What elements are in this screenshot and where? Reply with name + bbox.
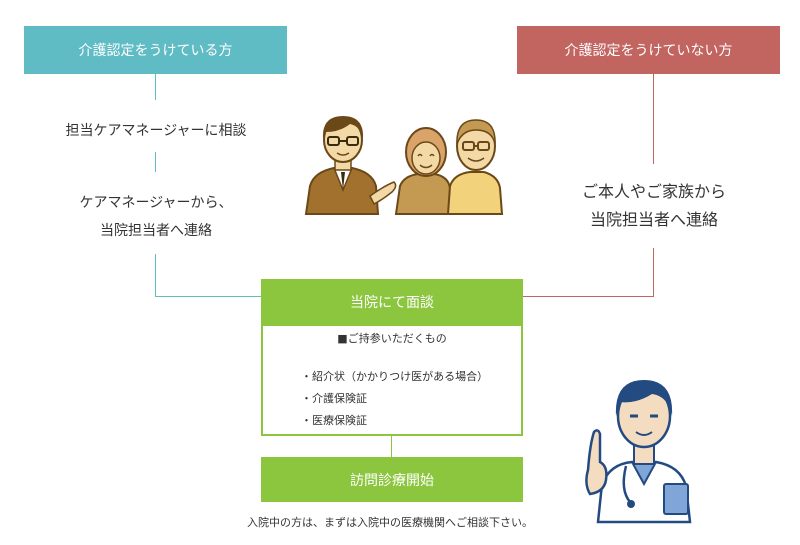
footer-note: 入院中の方は、まずは入院中の医療機関へご相談下さい。 xyxy=(247,516,533,529)
right-step-contact-line1: ご本人やご家族から xyxy=(581,182,726,201)
start-box: 訪問診療開始 xyxy=(261,457,523,502)
elderly-woman-figure xyxy=(394,127,454,215)
right-connector-top xyxy=(653,74,654,164)
left-category-title: 介護認定をうけている方 xyxy=(78,43,233,59)
right-connector-horizontal xyxy=(523,296,654,297)
care-manager-couple-illustration xyxy=(304,116,504,215)
bring-items-panel: ■ご持参いただくもの ・紹介状（かかりつけ医がある場合） ・介護保険証 ・医療保… xyxy=(261,324,523,436)
left-connector-top xyxy=(155,74,156,100)
left-step-contact-line1: ケアマネージャーから、 xyxy=(79,195,233,211)
left-step-contact-line2: 当院担当者へ連絡 xyxy=(100,223,212,239)
right-category-title: 介護認定をうけていない方 xyxy=(564,43,733,59)
bring-item-health-insurance: ・医療保険証 xyxy=(301,414,367,427)
care-manager-figure xyxy=(304,116,397,215)
center-connector xyxy=(391,436,392,457)
right-connector-bottom xyxy=(653,248,654,297)
left-step-contact: ケアマネージャーから、 当院担当者へ連絡 xyxy=(20,189,292,245)
left-connector-mid xyxy=(155,152,156,172)
left-step-consult-text: 担当ケアマネージャーに相談 xyxy=(65,123,247,139)
right-step-contact-line2: 当院担当者へ連絡 xyxy=(589,210,718,229)
elderly-man-figure xyxy=(446,119,504,215)
start-title: 訪問診療開始 xyxy=(350,472,434,489)
left-step-consult: 担当ケアマネージャーに相談 xyxy=(20,120,292,140)
left-connector-horizontal xyxy=(155,296,261,297)
doctor-illustration xyxy=(585,380,692,524)
left-connector-bottom xyxy=(155,254,156,297)
bring-items-title: ■ご持参いただくもの xyxy=(337,332,447,345)
left-category-box: 介護認定をうけている方 xyxy=(24,26,287,74)
interview-box: 当院にて面談 xyxy=(261,279,523,324)
interview-title: 当院にて面談 xyxy=(350,294,434,311)
bring-item-care-insurance: ・介護保険証 xyxy=(301,392,367,405)
bring-items-list: ・紹介状（かかりつけ医がある場合） ・介護保険証 ・医療保険証 xyxy=(301,366,488,432)
right-category-box: 介護認定をうけていない方 xyxy=(517,26,780,74)
right-step-contact: ご本人やご家族から 当院担当者へ連絡 xyxy=(530,178,778,234)
bring-item-referral: ・紹介状（かかりつけ医がある場合） xyxy=(301,370,489,383)
